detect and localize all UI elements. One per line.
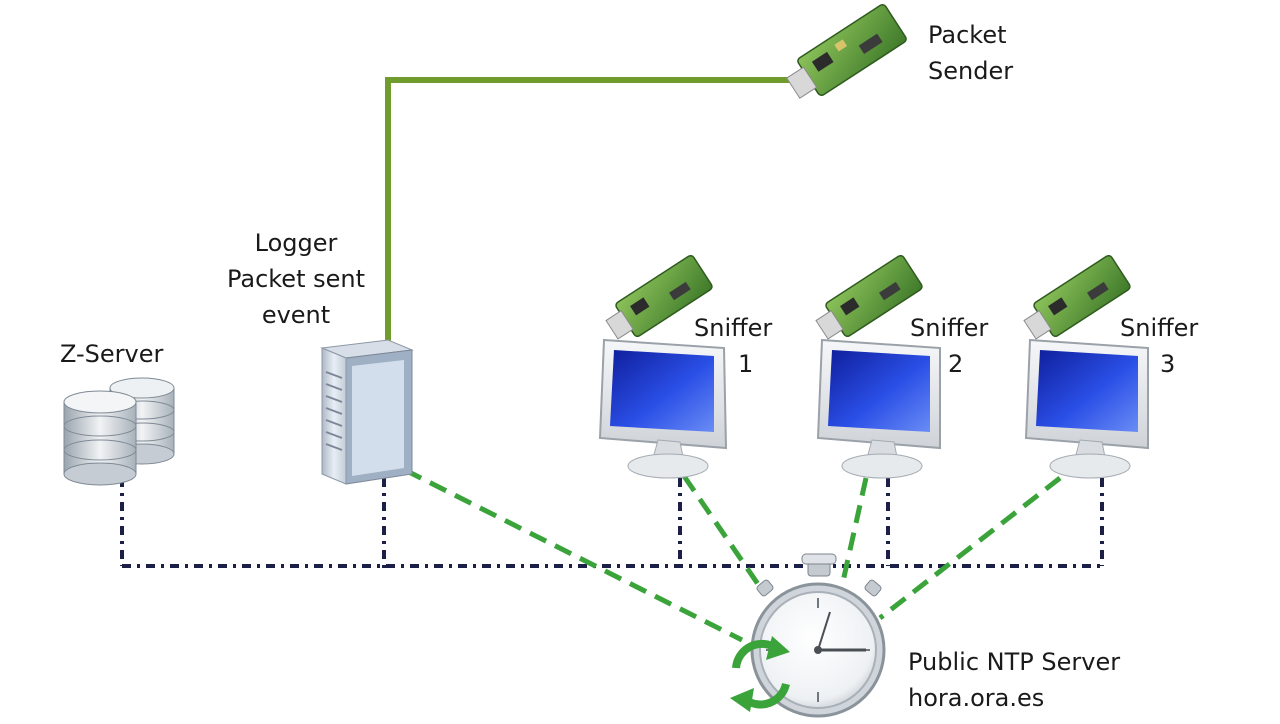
- sniffer-2-dongle: [815, 254, 923, 340]
- sniffer-3-monitor: [1024, 338, 1149, 479]
- z-server-label: Z-Server: [60, 336, 163, 372]
- sniffer-1-station: [598, 254, 728, 479]
- ntp-link-sniffer-3: [878, 476, 1062, 620]
- z-server-database: [63, 377, 175, 486]
- ntp-server-label-line-2: hora.ora.es: [908, 684, 1045, 712]
- sniffer-2-station: [815, 254, 941, 479]
- ntp-stopwatch-icon: [730, 553, 886, 718]
- logger-label-line-3: event: [261, 301, 331, 329]
- sniffer-3-label: Sniffer 3: [1120, 310, 1198, 382]
- sniffer-1-label: Sniffer 1: [694, 310, 772, 382]
- sniffer-1-monitor: [598, 338, 728, 479]
- logger-server-tower: [320, 339, 414, 485]
- packet-sender-label-line-2: Sender: [928, 57, 1014, 85]
- z-server-label-text: Z-Server: [60, 340, 164, 368]
- sniffer-2-label: Sniffer 2: [910, 310, 988, 382]
- ntp-server-label-line-1: Public NTP Server: [908, 648, 1121, 676]
- ntp-link-sniffer-1: [681, 474, 765, 592]
- sniffer-3-dongle: [1023, 254, 1131, 340]
- sniffer-2-label-line-2: 2: [948, 350, 964, 378]
- ntp-server-label: Public NTP Server hora.ora.es: [908, 644, 1120, 716]
- ntp-sync-links: [403, 467, 1062, 643]
- packet-sender-label-line-1: Packet: [928, 21, 1007, 49]
- ntp-link-sniffer-2: [839, 477, 869, 587]
- sniffer-1-label-line-2: 1: [738, 350, 754, 378]
- lan-links: [120, 478, 1104, 572]
- packet-sender-dongle: [786, 4, 907, 99]
- sync-arrows-icon: [730, 636, 790, 712]
- sniffer-2-monitor: [816, 338, 941, 479]
- logger-label-line-1: Logger: [254, 229, 338, 257]
- logger-label-line-2: Packet sent: [226, 265, 366, 293]
- packet-sender-label: Packet Sender: [928, 17, 1013, 89]
- sniffer-1-dongle: [605, 254, 713, 340]
- ntp-link-logger: [403, 467, 744, 643]
- sniffer-3-label-line-2: 3: [1160, 350, 1176, 378]
- sniffer-2-label-line-1: Sniffer: [910, 314, 989, 342]
- logger-label: Logger Packet sent event: [226, 225, 366, 333]
- sniffer-3-station: [1023, 254, 1149, 479]
- wired-link-logger-sender: [385, 77, 798, 345]
- sniffer-1-label-line-1: Sniffer: [694, 314, 773, 342]
- sniffer-3-label-line-1: Sniffer: [1120, 314, 1199, 342]
- db-stack-front: [63, 390, 137, 486]
